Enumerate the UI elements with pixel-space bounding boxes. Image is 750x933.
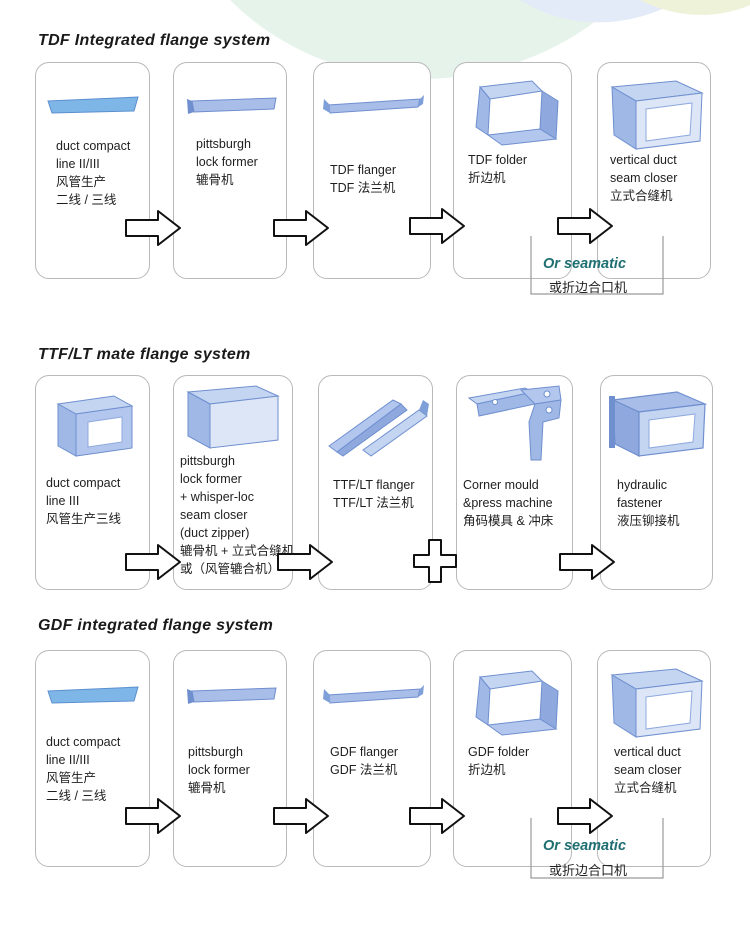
alternative-bracket <box>530 236 664 295</box>
step-label-line: &press machine <box>463 496 553 510</box>
plus-icon <box>413 539 457 583</box>
step-label-line: pittsburgh <box>180 454 235 468</box>
step-label-line: vertical duct <box>614 745 681 759</box>
step-label-line: GDF folder <box>468 745 530 759</box>
step-label-line: 风管生产三线 <box>46 512 122 526</box>
step-label-line: line III <box>46 494 80 508</box>
step-card-hydraulic-fastener: hydraulic fastener 液压铆接机 <box>600 375 713 590</box>
flow-arrow-icon <box>273 798 329 834</box>
flow-arrow-icon <box>409 798 465 834</box>
step-label-line: GDF 法兰机 <box>330 763 398 777</box>
step-label-line: 折边机 <box>468 171 506 185</box>
flat-sheet-icon <box>47 686 139 704</box>
step-label-line: (duct zipper) <box>180 526 250 540</box>
step-label-line: TDF 法兰机 <box>330 181 396 195</box>
alternative-label-en: Or seamatic <box>543 838 627 854</box>
alternative-bracket <box>530 818 664 879</box>
step-card-vertical-duct: vertical duct seam closer 立式合缝机 <box>597 62 711 279</box>
step-label-line: 或（风管辘合机） <box>180 562 281 576</box>
closed-duct-icon <box>610 80 704 150</box>
section-title-tdf: TDF Integrated flange system <box>38 32 271 49</box>
step-card-tdf-folder: TDF folder 折边机 <box>453 62 572 279</box>
step-card-vertical-duct: vertical duct seam closer 立式合缝机 <box>597 650 711 867</box>
step-label-line: lock former <box>180 472 242 486</box>
step-label-line: TDF folder <box>468 153 528 167</box>
flanged-sheet-icon <box>323 95 424 114</box>
flow-arrow-icon <box>409 208 465 244</box>
step-label-line: fastener <box>617 496 663 510</box>
flow-arrow-icon <box>125 798 181 834</box>
step-label-line: 折边机 <box>468 763 506 777</box>
step-label-line: seam closer <box>614 763 682 777</box>
flow-arrow-icon <box>277 544 333 580</box>
flow-arrow-icon <box>559 544 615 580</box>
step-card-gdf-flanger: GDF flanger GDF 法兰机 <box>313 650 431 867</box>
step-label-line: + whisper-loc <box>180 490 254 504</box>
folded-duct-icon <box>475 80 559 146</box>
flanged-sheet-icon <box>323 685 424 704</box>
step-label-line: duct compact <box>46 476 121 490</box>
step-label-line: 风管生产 <box>46 771 97 785</box>
closed-duct-icon <box>610 668 704 738</box>
flow-arrow-icon <box>125 544 181 580</box>
step-label-line: duct compact <box>56 139 131 153</box>
step-label-line: pittsburgh <box>188 745 243 759</box>
step-label-line: vertical duct <box>610 153 677 167</box>
step-label-line: lock former <box>188 763 250 777</box>
flat-sheet-icon <box>47 96 139 114</box>
step-label-line: pittsburgh <box>196 137 251 151</box>
step-card-ttf-lt-flanger: TTF/LT flanger TTF/LT 法兰机 <box>318 375 433 590</box>
step-label-line: 液压铆接机 <box>617 514 680 528</box>
open-duct-icon <box>56 395 134 457</box>
section-title-ttf-lt: TTF/LT mate flange system <box>38 346 251 363</box>
step-label-line: duct compact <box>46 735 121 749</box>
section-title-gdf: GDF integrated flange system <box>38 617 274 634</box>
step-label-line: 角码模具 & 冲床 <box>463 514 554 528</box>
step-label-line: line II/III <box>46 753 90 767</box>
open-duct-icon <box>186 385 280 449</box>
flanged-duct-icon <box>609 391 708 457</box>
step-label-line: 二线 / 三线 <box>56 193 117 207</box>
alternative-label-en: Or seamatic <box>543 256 627 272</box>
flange-profile-icon <box>328 399 429 457</box>
step-label-line: TTF/LT 法兰机 <box>333 496 414 510</box>
step-card-pittsburgh-whisper-loc: pittsburgh lock former + whisper-loc sea… <box>173 375 295 590</box>
step-label-line: 风管生产 <box>56 175 107 189</box>
corner-bracket-icon <box>467 385 562 461</box>
step-card-corner-mould: Corner mould &press machine 角码模具 & 冲床 <box>456 375 573 590</box>
step-card-pittsburgh: pittsburgh lock former 辘骨机 <box>173 650 287 867</box>
step-label-line: hydraulic <box>617 478 668 492</box>
step-label-line: 二线 / 三线 <box>46 789 107 803</box>
flow-arrow-icon <box>125 210 181 246</box>
step-label-line: lock former <box>196 155 258 169</box>
step-card-tdf-flanger: TDF flanger TDF 法兰机 <box>313 62 431 279</box>
step-label-line: 立式合缝机 <box>610 189 673 203</box>
lock-formed-sheet-icon <box>187 687 277 704</box>
step-label-line: TDF flanger <box>330 163 396 177</box>
step-label-line: seam closer <box>180 508 248 522</box>
flow-arrow-icon <box>557 798 613 834</box>
flow-arrow-icon <box>273 210 329 246</box>
step-label-line: GDF flanger <box>330 745 399 759</box>
alternative-label-zh: 或折边合口机 <box>549 280 628 295</box>
alternative-label-zh: 或折边合口机 <box>549 863 628 878</box>
step-label-line: seam closer <box>610 171 678 185</box>
folded-duct-icon <box>475 670 559 736</box>
step-card-pittsburgh: pittsburgh lock former 辘骨机 <box>173 62 287 279</box>
lock-formed-sheet-icon <box>187 97 277 114</box>
step-label-line: 辘骨机 + 立式合缝机 <box>180 544 295 558</box>
step-card-duct-compact: duct compact line II/III 风管生产 二线 / 三线 <box>35 650 150 867</box>
step-label-line: TTF/LT flanger <box>333 478 415 492</box>
step-label-line: line II/III <box>56 157 100 171</box>
step-card-duct-compact: duct compact line II/III 风管生产 二线 / 三线 <box>35 62 150 279</box>
flow-arrow-icon <box>557 208 613 244</box>
step-label-line: Corner mould <box>463 478 539 492</box>
step-card-gdf-folder: GDF folder 折边机 <box>453 650 572 867</box>
step-label-line: 辘骨机 <box>188 781 226 795</box>
step-label-line: 立式合缝机 <box>614 781 677 795</box>
step-label-line: 辘骨机 <box>196 173 234 187</box>
